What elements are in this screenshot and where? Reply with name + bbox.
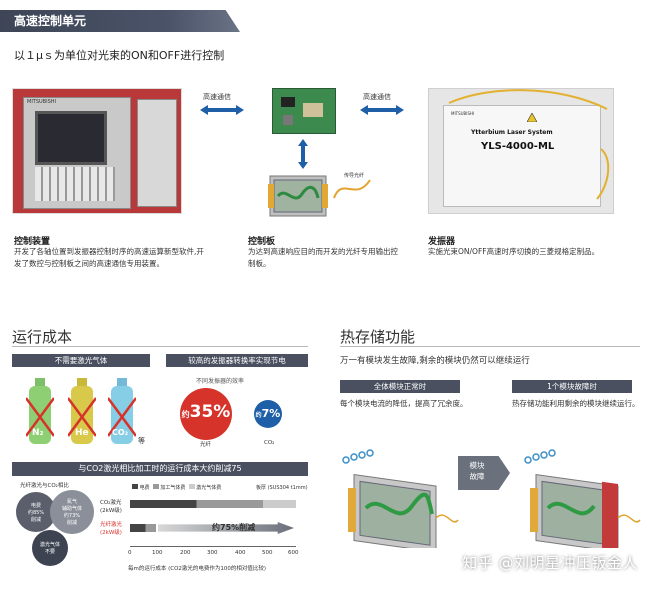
tick-100: 100 bbox=[152, 550, 163, 556]
bar-fiber bbox=[130, 524, 156, 532]
oscillator-model-line1: Ytterbium Laser System bbox=[471, 129, 553, 136]
reduction-label: 约75%削减 bbox=[212, 523, 256, 532]
heat-subtitle: 万一有模块发生故障,剩余的模块仍然可以继续运行 bbox=[340, 356, 530, 366]
controller-photo: MITSUBISHI bbox=[12, 88, 182, 214]
tick-200: 200 bbox=[180, 550, 191, 556]
fiber-pct-label: 光纤 bbox=[200, 442, 212, 448]
legend-swatch-electricity bbox=[132, 484, 138, 489]
watermark: 知乎 @刘明星冲压钣金人 bbox=[462, 554, 638, 572]
heat-band-normal: 全体模块正常时 bbox=[340, 380, 460, 393]
section-header-title: 高速控制单元 bbox=[14, 14, 87, 28]
controller-screen bbox=[35, 111, 107, 165]
co2-efficiency-circle: 约7% bbox=[254, 400, 282, 428]
module-normal-illustration bbox=[342, 449, 459, 548]
gas-cylinder-co2-icon bbox=[108, 378, 136, 444]
legend-electricity: 电费 bbox=[139, 485, 150, 491]
cost-section-rule bbox=[12, 346, 308, 347]
caption-oscillator-text: 实施光束ON/OFF高速时序切换的三菱规格定制品。 bbox=[428, 247, 600, 256]
legend-swatch-laser-gas bbox=[188, 484, 195, 489]
pie-caption: 光纤激光与CO₂相比 bbox=[20, 483, 69, 489]
controller-logo: MITSUBISHI bbox=[27, 99, 56, 105]
material-label: 板厚 (SUS304 t1mm) bbox=[256, 485, 308, 491]
heat-section-title: 热存储功能 bbox=[340, 328, 416, 346]
legend-laser-gas: 激光气体费 bbox=[196, 485, 222, 491]
heat-text-failure: 热存储功能利用剩余的模块继续运行。 bbox=[512, 399, 640, 408]
gas-cylinder-n2-icon bbox=[26, 378, 54, 444]
heat-section-rule bbox=[340, 346, 640, 347]
efficiency-caption: 不同发振器的效率 bbox=[196, 378, 245, 385]
gas-suffix: 等 bbox=[138, 437, 145, 445]
row-label-co2: CO₂激光 (2kW级) bbox=[100, 500, 122, 514]
section-header-bar: 高速控制单元 bbox=[0, 10, 240, 32]
row-label-fiber: 光纤激光 (2kW级) bbox=[100, 522, 123, 536]
reduction-arrow bbox=[158, 522, 294, 534]
bubble-nitrogen: 氮气 辅助气体 约73% 削减 bbox=[50, 490, 94, 534]
failure-arrow-label: 模块故障 bbox=[469, 461, 485, 481]
tick-500: 500 bbox=[262, 550, 273, 556]
bubble-laser-gas: 激光气体 不要 bbox=[32, 530, 68, 566]
caption-controller-title: 控制装置 bbox=[14, 237, 51, 247]
bar-co2 bbox=[130, 500, 296, 508]
tick-300: 300 bbox=[207, 550, 218, 556]
bubble-electricity: 电费 约85% 削减 bbox=[16, 492, 56, 532]
gas-label-he: He bbox=[75, 428, 89, 438]
caption-oscillator-title: 发振器 bbox=[428, 237, 456, 247]
fiber-cable-icon bbox=[333, 179, 371, 199]
cost-compare-band: 与CO2激光相比加工时的运行成本大约削减75 bbox=[12, 462, 308, 476]
oscillator-logo: MITSUBISHI bbox=[451, 111, 475, 116]
fiber-pct-prefix: 约 bbox=[181, 410, 190, 419]
control-board-photo bbox=[272, 88, 336, 134]
tick-600: 600 bbox=[288, 550, 299, 556]
tick-400: 400 bbox=[235, 550, 246, 556]
comm-label-left: 高速通信 bbox=[203, 93, 231, 101]
fiber-efficiency-circle: 约35% bbox=[180, 388, 232, 440]
heat-band-failure: 1个模块故障时 bbox=[512, 380, 632, 393]
cost-section-title: 运行成本 bbox=[12, 328, 73, 346]
comm-label-right: 高速通信 bbox=[363, 93, 391, 101]
legend-swatch-process-gas bbox=[152, 484, 159, 489]
heat-text-normal: 每个模块电流的降低，提高了冗余度。 bbox=[340, 399, 468, 408]
controller-keypad bbox=[35, 167, 115, 201]
co2-pct-label: CO₂ bbox=[264, 440, 275, 446]
warning-triangle-icon bbox=[527, 113, 537, 122]
chart-axis-line bbox=[130, 546, 296, 547]
caption-board-text: 为达到高速响应目的而开发的光纤专用输出控制板。 bbox=[248, 247, 398, 268]
oscillator-model-line2: YLS-4000-ML bbox=[481, 141, 555, 152]
cost-band-efficiency: 较高的发振器转换率实现节电 bbox=[166, 354, 308, 367]
chart-x-axis-label: 每m的运行成本 (CO2激光的电费作为100的相对值比较) bbox=[128, 566, 267, 572]
failure-transition-arrow bbox=[458, 456, 510, 490]
fiber-pct-value: 35% bbox=[189, 402, 231, 422]
caption-board-title: 控制板 bbox=[248, 237, 276, 247]
vertical-arrow-icon bbox=[298, 139, 308, 169]
cost-band-no-gas: 不需要激光气体 bbox=[12, 354, 150, 367]
gas-label-n2: N₂ bbox=[32, 428, 44, 438]
caption-controller-text: 开发了各轴位置到发振器控制时序的高速运算新型软件,开发了数控与控制板之间的高速通… bbox=[14, 247, 204, 268]
intro-subtitle: 以１μｓ为单位对光束的ON和OFF进行控制 bbox=[14, 49, 225, 62]
oscillator-photo: MITSUBISHI Ytterbium Laser System YLS-40… bbox=[428, 88, 614, 214]
gas-cylinder-he-icon bbox=[68, 378, 96, 444]
fiber-label: 传导光纤 bbox=[344, 173, 365, 179]
controller-side-unit bbox=[137, 99, 177, 207]
tick-0: 0 bbox=[128, 550, 132, 556]
co2-pct-value: 7% bbox=[261, 407, 281, 420]
module-failure-illustration bbox=[524, 449, 641, 548]
comm-arrow-right-icon bbox=[360, 105, 404, 115]
chart-legend: 电费 加工气体费 激光气体费 bbox=[132, 484, 221, 491]
gas-label-co2: CO₂ bbox=[112, 428, 129, 437]
module-stack-illustration bbox=[268, 175, 328, 217]
comm-arrow-left-icon bbox=[200, 105, 244, 115]
co2-pct-prefix: 约 bbox=[255, 412, 262, 419]
legend-process-gas: 加工气体费 bbox=[160, 485, 186, 491]
